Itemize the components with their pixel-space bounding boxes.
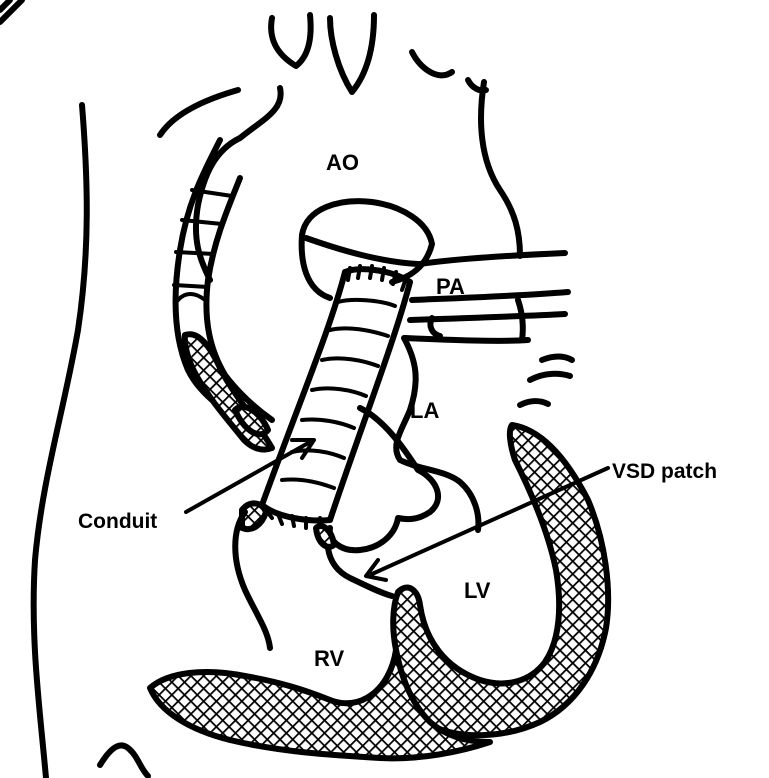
rv-wall-left xyxy=(235,512,270,648)
label-lv: LV xyxy=(464,578,491,603)
label-conduit: Conduit xyxy=(78,510,157,533)
aorta-right-wall xyxy=(481,82,520,256)
left-contour xyxy=(34,105,87,778)
label-vsd-patch: VSD patch xyxy=(612,460,717,483)
label-pa: PA xyxy=(436,274,465,299)
label-rv: RV xyxy=(314,646,344,671)
arch-branches xyxy=(271,15,486,92)
vsd-patch-region xyxy=(328,548,392,596)
conduit-tube xyxy=(262,266,410,528)
label-ao: AO xyxy=(326,150,359,175)
label-la: LA xyxy=(410,398,439,423)
